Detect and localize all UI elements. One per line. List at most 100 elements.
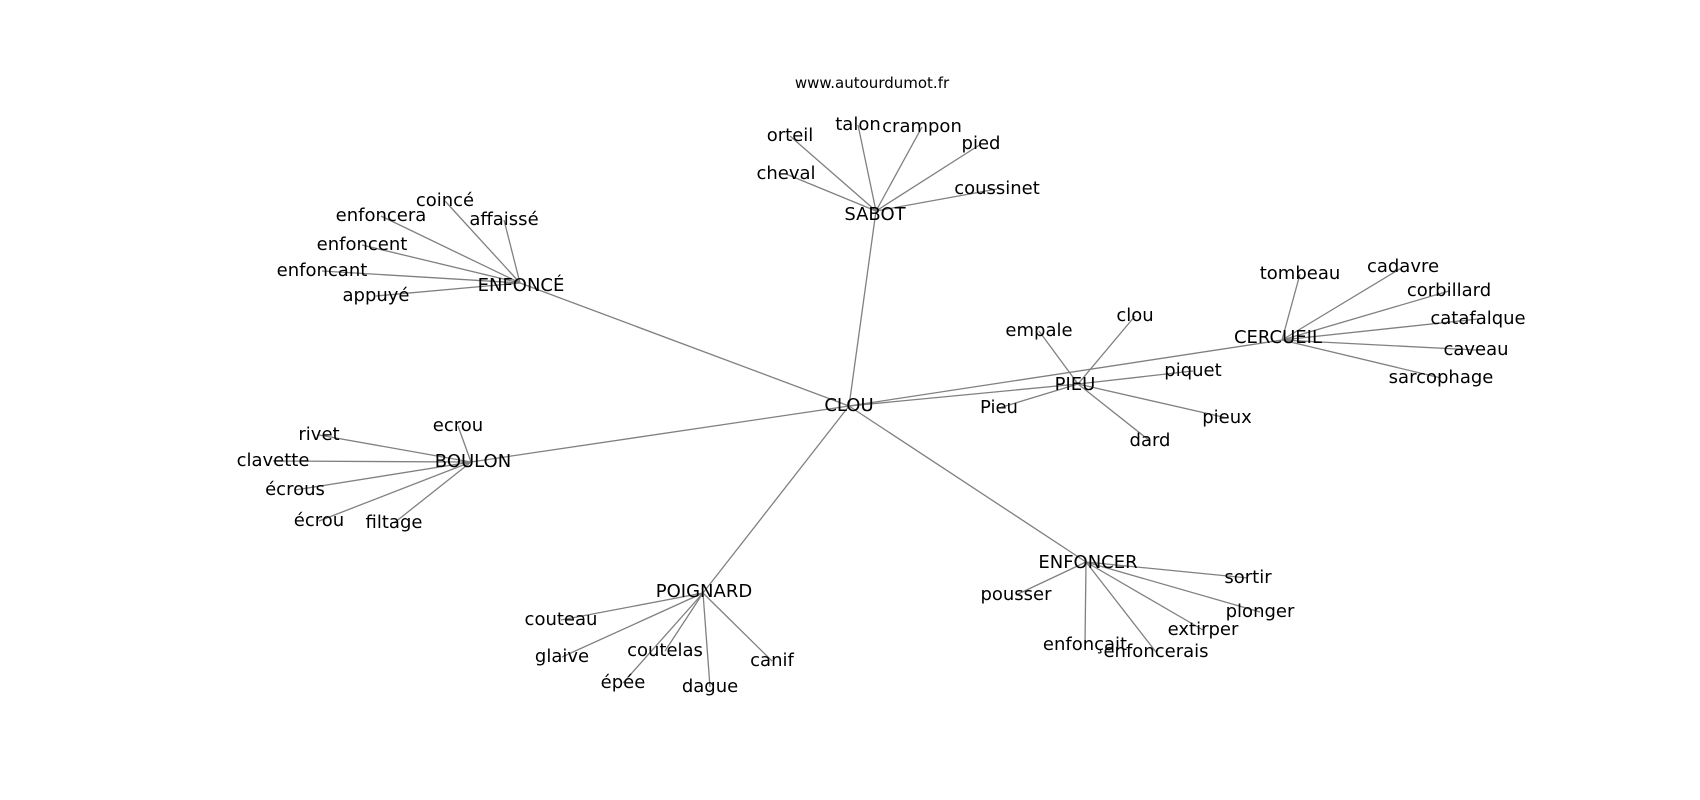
edge-enfonce-enfoncera [380, 215, 521, 284]
graph-edges [272, 124, 1479, 688]
edge-sabot-talon [857, 124, 877, 212]
node-coince: coincé [416, 190, 474, 211]
edge-pieu-pieux [1077, 383, 1228, 419]
node-talon: talon [835, 114, 881, 135]
node-clavette: clavette [237, 450, 310, 471]
node-boulon: BOULON [435, 451, 511, 472]
node-empale: empale [1005, 320, 1072, 341]
edge-enfonce-appuye [375, 282, 521, 297]
node-tombeau: tombeau [1260, 263, 1341, 284]
node-epee: épée [601, 672, 646, 693]
node-ecrou_top: ecrou [433, 415, 483, 436]
node-appuye: appuyé [342, 285, 409, 306]
node-dague: dague [682, 676, 738, 697]
edge-poignard-coutelas [664, 592, 704, 652]
edge-cercueil-tombeau [1281, 273, 1301, 341]
node-plonger: plonger [1226, 601, 1295, 622]
node-sarcophage: sarcophage [1389, 367, 1494, 388]
edge-pieu-dard [1077, 383, 1151, 442]
edge-enfoncer-extirper [1085, 561, 1204, 631]
node-piquet: piquet [1164, 360, 1221, 381]
node-canif: canif [750, 650, 794, 671]
node-glaive: glaive [535, 646, 589, 667]
edge-boulon-filtage [393, 461, 472, 524]
edge-enfoncer-enfoncait [1084, 561, 1087, 646]
node-poignard: POIGNARD [656, 581, 752, 602]
node-clou_center: CLOU [824, 395, 873, 416]
edge-enfoncer-sortir [1085, 561, 1249, 579]
edge-clou_center-pieu [848, 383, 1079, 407]
edge-clou_center-enfoncer [848, 405, 1087, 563]
node-extirper: extirper [1168, 619, 1239, 640]
edge-sabot-orteil [789, 135, 877, 212]
edge-cercueil-caveau [1281, 339, 1477, 351]
edge-boulon-rivet [318, 434, 472, 463]
node-enfoncer: ENFONCER [1038, 552, 1137, 573]
edge-clou_center-poignard [702, 405, 850, 594]
edge-poignard-glaive [561, 592, 704, 658]
edge-clou_center-enfonce [519, 282, 850, 407]
edge-enfonce-affaisse [503, 219, 521, 284]
node-affaisse: affaissé [469, 209, 538, 230]
node-filtage: filtage [366, 512, 423, 533]
edge-poignard-epee [622, 592, 704, 684]
node-sabot: SABOT [844, 204, 906, 225]
node-sortir: sortir [1224, 567, 1272, 588]
edge-clou_center-sabot [848, 210, 877, 407]
edge-enfoncer-pousser [1015, 561, 1087, 596]
node-cercueil: CERCUEIL [1234, 327, 1322, 348]
node-pieu: PIEU [1055, 374, 1096, 395]
node-rivet: rivet [298, 424, 339, 445]
edge-boulon-clavette [272, 460, 472, 463]
edge-enfonce-coince [444, 200, 521, 284]
node-crampon: crampon [882, 116, 962, 137]
node-clou_leaf: clou [1116, 305, 1153, 326]
node-couteau: couteau [525, 609, 598, 630]
node-ecrous: écrous [265, 479, 325, 500]
edge-pieu-pieu_lower [998, 383, 1079, 409]
node-enfonce: ENFONCÉ [478, 274, 565, 296]
edge-boulon-ecrous [294, 461, 472, 491]
node-coutelas: coutelas [627, 640, 703, 661]
node-enfoncent: enfoncent [317, 234, 408, 255]
node-enfoncerais: enfoncerais [1103, 641, 1208, 662]
edge-sabot-pied [875, 143, 982, 212]
edge-cercueil-catafalque [1281, 318, 1479, 341]
edge-pieu-empale [1038, 330, 1079, 385]
edge-enfoncer-plonger [1085, 561, 1261, 613]
node-ecrou_accent: écrou [294, 510, 344, 531]
node-pousser: pousser [980, 584, 1052, 605]
edge-sabot-coussinet [875, 188, 998, 212]
node-dard: dard [1130, 430, 1171, 451]
node-cheval: cheval [756, 163, 815, 184]
edge-enfonce-enfoncant [321, 270, 521, 284]
node-pieux: pieux [1202, 407, 1252, 428]
node-caveau: caveau [1443, 339, 1508, 360]
node-enfoncera: enfoncera [336, 205, 427, 226]
edge-enfoncer-enfoncerais [1085, 561, 1157, 653]
node-pieu_lower: Pieu [980, 397, 1018, 418]
edge-enfonce-enfoncent [361, 244, 521, 284]
edge-boulon-ecrou_top [457, 425, 472, 463]
edge-sabot-cheval [785, 173, 877, 212]
edge-pieu-piquet [1077, 370, 1194, 385]
edge-pieu-clou_leaf [1077, 315, 1136, 385]
edge-boulon-ecrou_accent [318, 461, 472, 522]
edge-cercueil-corbillard [1281, 290, 1450, 341]
graph-labels: CLOU SABOT ENFONCÉ PIEU CERCUEIL BOULON POIGNA… [237, 114, 1526, 697]
edge-cercueil-sarcophage [1281, 339, 1442, 379]
node-enfoncant: enfoncant [277, 260, 368, 281]
edge-cercueil-cadavre [1281, 266, 1404, 341]
node-coussinet: coussinet [954, 178, 1040, 199]
edge-clou_center-boulon [470, 405, 850, 463]
node-catafalque: catafalque [1430, 308, 1525, 329]
node-corbillard: corbillard [1407, 280, 1491, 301]
site-url: www.autourdumot.fr [795, 74, 950, 92]
node-enfoncait: enfonçait [1043, 634, 1127, 655]
edge-poignard-couteau [560, 592, 704, 621]
node-pied: pied [962, 133, 1001, 154]
edge-poignard-canif [702, 592, 773, 662]
edge-clou_center-cercueil [848, 339, 1283, 407]
edge-sabot-crampon [875, 126, 923, 212]
